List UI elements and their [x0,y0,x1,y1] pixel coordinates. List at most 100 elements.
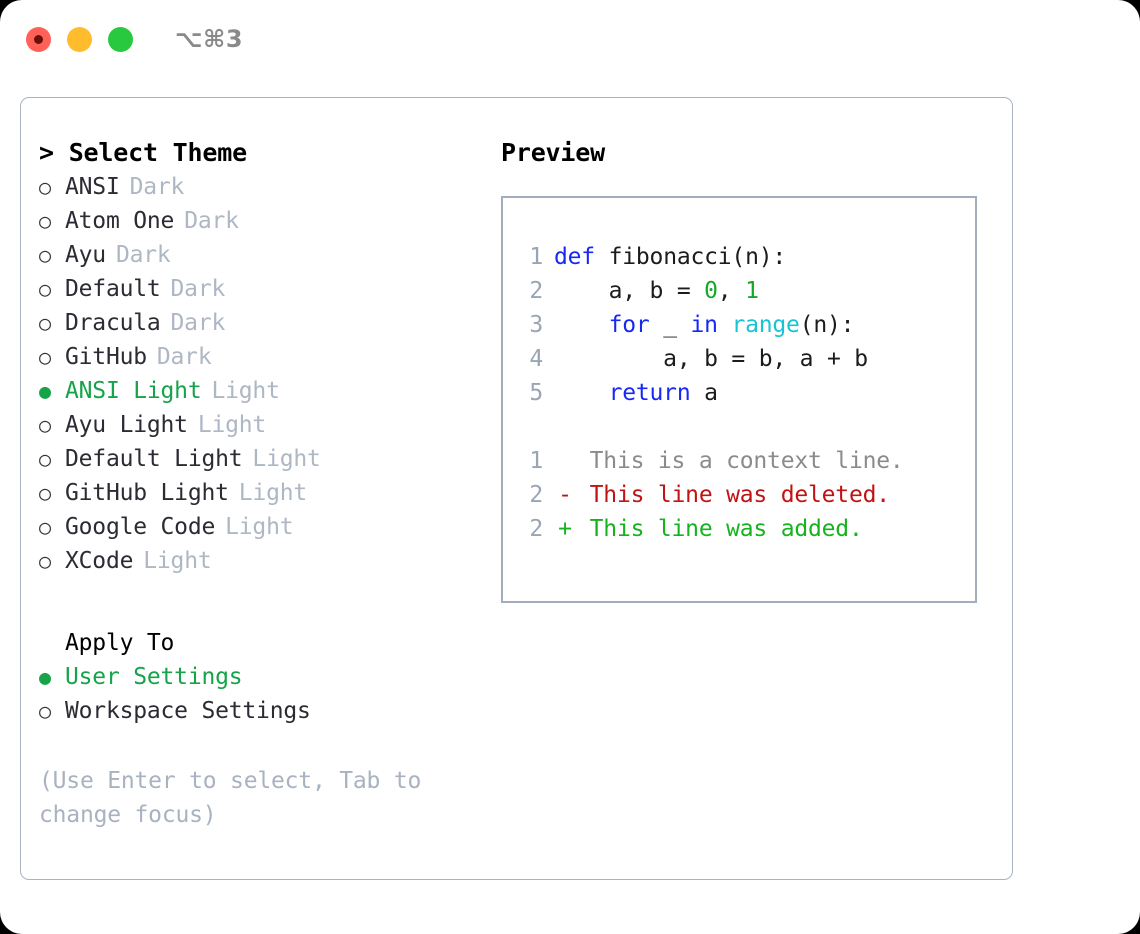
maximize-button[interactable] [108,26,133,52]
diff-marker: + [558,516,572,542]
code-line-text: a, b = 0, 1 [554,274,759,308]
line-number: 1 [529,448,543,474]
theme-option-7[interactable]: ○ Ayu Light Light [39,408,479,442]
code-line-text: def fibonacci(n): [554,240,786,274]
theme-variant-tag: Dark [129,174,185,200]
theme-option-label: Ayu [65,242,106,268]
theme-option-label: Dracula [65,310,161,336]
code-token: _ [649,312,691,338]
line-number: 2 [529,278,543,304]
preview-title: Preview [501,138,605,167]
theme-variant-tag: Dark [184,208,239,234]
code-token: , [717,278,746,304]
apply-to-option-1[interactable]: ○ Workspace Settings [39,694,479,728]
theme-variant-tag: Dark [170,276,226,302]
apply-to-list: ● User Settings ○ Workspace Settings [39,660,479,728]
code-token: def [554,244,595,270]
diff-line: 2 + This line was added. [517,512,969,546]
radio-unselected-icon: ○ [39,209,51,233]
diff-marker [554,444,576,478]
code-line-text: for _ in range(n): [554,308,855,342]
keyboard-shortcut-label: ⌥⌘3 [175,25,244,53]
theme-option-label: ANSI Light [65,378,202,404]
diff-marker: - [558,482,572,508]
radio-unselected-icon: ○ [39,311,51,335]
radio-unselected-icon: ○ [39,515,51,539]
theme-variant-tag: Dark [156,344,212,370]
close-button[interactable] [26,26,51,52]
radio-unselected-icon: ○ [39,277,51,301]
diff-line: 1 This is a context line. [517,444,969,478]
code-line: 3 for _ in range(n): [517,308,969,342]
diff-line-text: This line was added. [576,516,863,542]
radio-unselected-icon: ○ [39,481,51,505]
theme-variant-tag: Dark [170,310,226,336]
theme-variant-tag: Light [143,548,212,574]
line-number: 2 [529,482,543,508]
radio-selected-icon: ● [39,665,51,689]
apply-to-option-label: Workspace Settings [65,698,311,724]
window-controls [26,26,133,52]
title-bar: ⌥⌘3 [0,0,1140,78]
apply-to-option-label: User Settings [65,664,243,690]
code-token: 1 [745,278,759,304]
radio-unselected-icon: ○ [39,699,51,723]
theme-option-label: ANSI [65,174,120,200]
line-number: 5 [529,380,543,406]
code-token: in [690,312,718,338]
code-line: 2 a, b = 0, 1 [517,274,969,308]
theme-option-4[interactable]: ○ Dracula Dark [39,306,479,340]
radio-unselected-icon: ○ [39,447,51,471]
code-token: 0 [704,278,718,304]
theme-option-label: GitHub [65,344,147,370]
code-token [554,380,609,406]
line-number: 2 [529,516,543,542]
code-line-text: a, b = b, a + b [554,342,868,376]
spacer [39,578,479,626]
theme-option-9[interactable]: ○ GitHub Light Light [39,476,479,510]
apply-to-label: Apply To [65,630,175,656]
code-token: a, b = b, a + b [554,346,868,372]
theme-option-label: GitHub Light [65,480,229,506]
theme-option-label: Default Light [65,446,243,472]
spacer [517,410,969,444]
theme-option-label: Ayu Light [65,412,188,438]
radio-unselected-icon: ○ [39,413,51,437]
diff-line: 2- This line was deleted. [517,478,969,512]
theme-option-0[interactable]: ○ ANSI Dark [39,170,479,204]
radio-unselected-icon: ○ [39,175,51,199]
theme-variant-tag: Light [238,480,308,506]
code-token: fibonacci(n): [594,244,787,270]
theme-option-label: Default [65,276,161,302]
theme-option-label: Atom One [65,208,175,234]
code-token: for [608,312,650,338]
theme-option-label: Google Code [65,514,216,540]
theme-picker-header: > Select Theme [39,138,247,167]
line-number: 4 [529,346,543,372]
line-number: 3 [529,312,543,338]
apply-to-option-0[interactable]: ● User Settings [39,660,479,694]
record-dot-icon [34,34,43,44]
code-token: (n): [799,312,855,338]
theme-option-3[interactable]: ○ Default Dark [39,272,479,306]
diff-lines: 1 This is a context line.2- This line wa… [517,444,969,546]
minimize-button[interactable] [67,26,92,52]
theme-option-1[interactable]: ○ Atom One Dark [39,204,479,238]
code-token: range [731,312,800,338]
radio-unselected-icon: ○ [39,549,51,573]
code-token [718,312,732,338]
theme-variant-tag: Light [211,378,280,404]
code-line: 4 a, b = b, a + b [517,342,969,376]
theme-variant-tag: Light [197,412,267,438]
